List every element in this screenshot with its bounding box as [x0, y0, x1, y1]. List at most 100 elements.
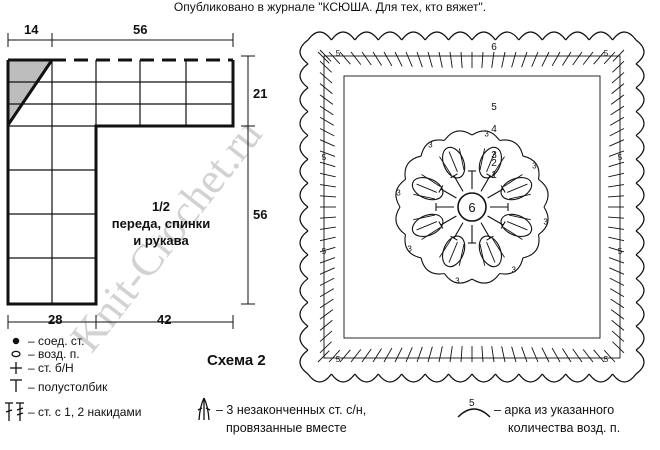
- arch-number: 5: [469, 398, 475, 409]
- border-scallop: [299, 111, 309, 136]
- border-scallop: [299, 349, 309, 375]
- border-stitch: [319, 319, 333, 331]
- border-stitch: [339, 51, 351, 65]
- border-stitch: [481, 346, 484, 363]
- border-stitch: [319, 246, 336, 253]
- border-scallop: [299, 254, 309, 280]
- dim-right-upper: 21: [253, 86, 268, 101]
- border-stitch: [319, 128, 335, 137]
- border-scallop: [377, 31, 403, 41]
- border-scallop: [635, 134, 645, 160]
- border-stitch: [383, 347, 393, 363]
- border-stitch: [319, 195, 336, 198]
- border-stitch: [319, 309, 334, 320]
- border-stitch: [361, 348, 372, 363]
- border-stitch: [611, 319, 625, 331]
- border-stitch: [317, 51, 330, 64]
- round1-stitch: [440, 188, 457, 199]
- arch-label-3: 3: [428, 141, 433, 150]
- legend-cluster-line-1: – 3 незаконченных ст. с/н,: [216, 403, 367, 417]
- arch-label-3: 3: [455, 277, 460, 286]
- border-stitch: [541, 347, 550, 363]
- border-stitch: [328, 51, 341, 65]
- round1-stitch: [480, 175, 491, 192]
- petal-stitch: [479, 148, 486, 170]
- arch-label-5: 5: [604, 49, 609, 58]
- border-stitch: [319, 161, 336, 168]
- border-stitch: [608, 236, 625, 242]
- border-stitch: [531, 347, 539, 363]
- arch-label-5: 5: [618, 247, 623, 256]
- border-stitch: [319, 150, 336, 157]
- border-scallop: [635, 63, 645, 89]
- border-scallop: [541, 373, 567, 383]
- border-stitch: [319, 288, 335, 298]
- round1-stitch-top: [450, 235, 458, 241]
- border-scallop: [330, 373, 356, 383]
- border-stitch: [593, 349, 605, 363]
- arch-label-5: 5: [336, 49, 341, 58]
- border-stitch: [319, 236, 336, 242]
- border-stitch: [319, 49, 332, 62]
- border-scallop: [635, 182, 645, 208]
- border-scallop: [424, 31, 450, 41]
- border-stitch: [319, 72, 333, 84]
- petal: [411, 176, 444, 201]
- chain-icon: [11, 350, 21, 358]
- hdc-icon: [10, 379, 22, 392]
- border-stitch: [394, 347, 403, 363]
- border-stitch: [609, 139, 625, 147]
- border-stitch: [460, 346, 463, 363]
- border-stitch: [383, 51, 393, 67]
- border-stitch: [416, 51, 423, 68]
- border-scallop: [565, 31, 590, 41]
- petal-stitch: [503, 227, 523, 240]
- border-stitch: [608, 184, 625, 188]
- border-stitch: [551, 347, 561, 363]
- border-stitch: [438, 346, 443, 363]
- petal-stitch: [448, 151, 458, 173]
- publication-note: Опубликовано в журнале "КСЮША. Для тех, …: [173, 0, 487, 14]
- border-stitch: [608, 246, 625, 253]
- border-scallop: [401, 31, 426, 41]
- border-stitch: [562, 348, 572, 363]
- dim-top-right: 56: [133, 22, 148, 37]
- border-stitch: [612, 341, 625, 354]
- petal-stitch: [416, 221, 438, 231]
- border-stitch: [319, 139, 335, 147]
- border-stitch: [319, 277, 335, 286]
- round1-stitch: [487, 188, 504, 199]
- petal-stitch: [458, 148, 465, 170]
- border-scallop: [448, 31, 473, 41]
- petal-stitch: [492, 156, 505, 176]
- border-stitch: [350, 349, 362, 363]
- round3-arch: [420, 257, 445, 275]
- border-stitch: [319, 341, 332, 354]
- border-scallop: [588, 31, 614, 41]
- caption-line-3: и рукава: [133, 233, 189, 248]
- border-stitch: [339, 349, 351, 363]
- border-scallop: [299, 63, 309, 89]
- border-scallop: [635, 206, 645, 232]
- border-stitch: [394, 51, 403, 67]
- petal: [441, 146, 466, 179]
- border-stitch: [501, 346, 506, 363]
- row-number: 4: [491, 124, 497, 135]
- round1-stitch: [440, 215, 457, 226]
- border-stitch: [427, 346, 433, 363]
- border-stitch: [438, 51, 443, 68]
- piece-grid: [8, 60, 233, 304]
- arch-label-5: 5: [604, 355, 609, 364]
- petal-stitch: [509, 193, 531, 200]
- petal-stitch: [509, 214, 531, 221]
- round3-arch: [538, 178, 549, 208]
- border-scallop: [299, 301, 309, 327]
- petal-stitch: [413, 214, 435, 221]
- border-stitch: [608, 226, 625, 230]
- round1-stitch-top: [500, 185, 506, 193]
- round3-arch: [499, 257, 524, 275]
- border-scallop: [471, 31, 496, 41]
- petal-stitch: [486, 151, 496, 173]
